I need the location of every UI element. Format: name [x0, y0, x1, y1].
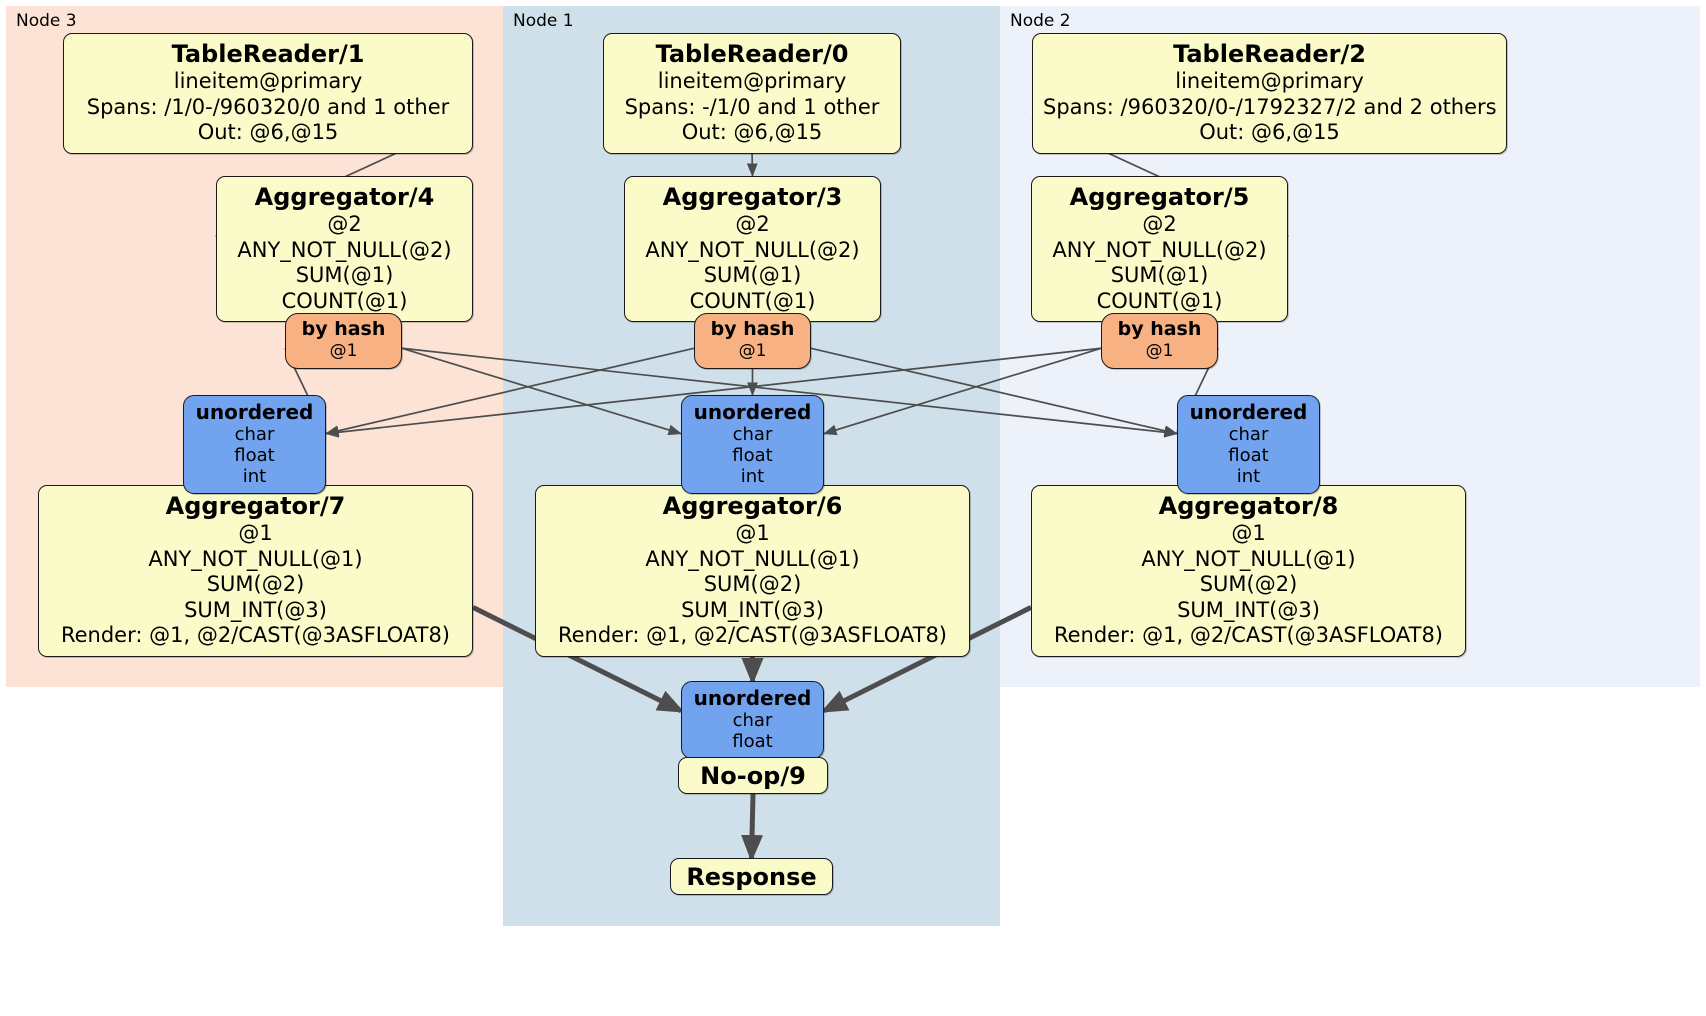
terminal-response[interactable]: Response [670, 858, 833, 895]
processor-line: Spans: /1/0-/960320/0 and 1 other [86, 94, 450, 119]
sync-line: float [234, 445, 275, 466]
node-label-node1: Node 1 [513, 11, 574, 31]
processor-line: COUNT(@1) [689, 288, 816, 313]
processor-line: ANY_NOT_NULL(@2) [645, 237, 860, 262]
processor-line: Out: @6,@15 [197, 120, 339, 144]
processor-line: lineitem@primary [657, 69, 847, 93]
processor-title: Aggregator/6 [662, 492, 843, 520]
processor-line: ANY_NOT_NULL(@1) [1141, 546, 1356, 571]
processor-line: SUM_INT(@3) [1177, 597, 1320, 622]
processor-line: @1 [238, 521, 273, 545]
processor-line: SUM(@1) [703, 263, 802, 287]
processor-line: Out: @6,@15 [1199, 120, 1340, 144]
terminal-label: Response [686, 862, 817, 891]
processor-title: Aggregator/3 [662, 183, 843, 211]
sync-title: unordered [195, 400, 314, 424]
sync-line: char [234, 424, 275, 445]
processor-title: Aggregator/8 [1158, 492, 1339, 520]
processor-line: SUM_INT(@3) [681, 597, 824, 622]
processor-line: SUM(@2) [703, 572, 802, 596]
processor-line: ANY_NOT_NULL(@2) [1052, 237, 1267, 262]
router-title: by hash [301, 318, 386, 340]
sync-line: int [1236, 466, 1261, 487]
processor-title: TableReader/2 [1173, 40, 1366, 68]
sync-line: int [242, 466, 267, 487]
processor-line: @1 [1231, 521, 1266, 545]
processor-line: Spans: /960320/0-/1792327/2 and 2 others [1043, 94, 1497, 119]
processor-title: TableReader/1 [171, 40, 365, 68]
processor-line: COUNT(@1) [1096, 288, 1223, 313]
processor-line: SUM_INT(@3) [184, 597, 327, 622]
sync-title: unordered [1189, 400, 1308, 424]
processor-line: SUM(@2) [1199, 572, 1298, 596]
sync-line: char [1228, 424, 1269, 445]
router-byhash4[interactable]: by hash@1 [285, 313, 402, 369]
processor-line: SUM(@2) [206, 572, 305, 596]
processor-line: Render: @1, @2/CAST(@3ASFLOAT8) [60, 623, 451, 647]
router-title: by hash [1117, 318, 1202, 340]
processor-title: Aggregator/7 [165, 492, 346, 520]
router-line: @1 [1145, 341, 1174, 361]
router-byhash5[interactable]: by hash@1 [1101, 313, 1218, 369]
processor-line: @2 [1142, 212, 1177, 236]
sync-title: unordered [693, 400, 812, 424]
processor-line: Render: @1, @2/CAST(@3ASFLOAT8) [1053, 623, 1444, 647]
sync-line: float [732, 445, 773, 466]
processor-line: Render: @1, @2/CAST(@3ASFLOAT8) [557, 623, 948, 647]
processor-line: lineitem@primary [173, 69, 363, 93]
processor-line: Out: @6,@15 [681, 120, 823, 144]
processor-line: @2 [735, 212, 770, 236]
processor-line: ANY_NOT_NULL(@2) [237, 237, 452, 262]
node-label-node3: Node 3 [16, 11, 77, 31]
router-byhash3[interactable]: by hash@1 [694, 313, 811, 369]
processor-line: @2 [327, 212, 362, 236]
processor-line: Spans: -/1/0 and 1 other [624, 94, 880, 119]
processor-line: COUNT(@1) [281, 288, 408, 313]
processor-title: Aggregator/5 [1069, 183, 1250, 211]
node-label-node2: Node 2 [1010, 11, 1071, 31]
processor-line: ANY_NOT_NULL(@1) [645, 546, 860, 571]
processor-title: TableReader/0 [655, 40, 849, 68]
router-line: @1 [329, 341, 358, 361]
sync-line: char [732, 424, 773, 445]
sync-line: int [740, 466, 765, 487]
sync-line: char [732, 710, 773, 731]
terminal-noop9[interactable]: No-op/9 [678, 757, 828, 794]
terminal-label: No-op/9 [700, 761, 806, 790]
sync-line: float [1228, 445, 1269, 466]
processor-line: lineitem@primary [1175, 69, 1364, 93]
sync-title: unordered [693, 686, 812, 710]
processor-line: ANY_NOT_NULL(@1) [148, 546, 363, 571]
processor-line: SUM(@1) [295, 263, 394, 287]
processor-title: Aggregator/4 [254, 183, 435, 211]
router-line: @1 [738, 341, 767, 361]
processor-line: SUM(@1) [1110, 263, 1209, 287]
processor-line: @1 [735, 521, 770, 545]
sync-line: float [732, 731, 773, 752]
router-title: by hash [710, 318, 795, 340]
